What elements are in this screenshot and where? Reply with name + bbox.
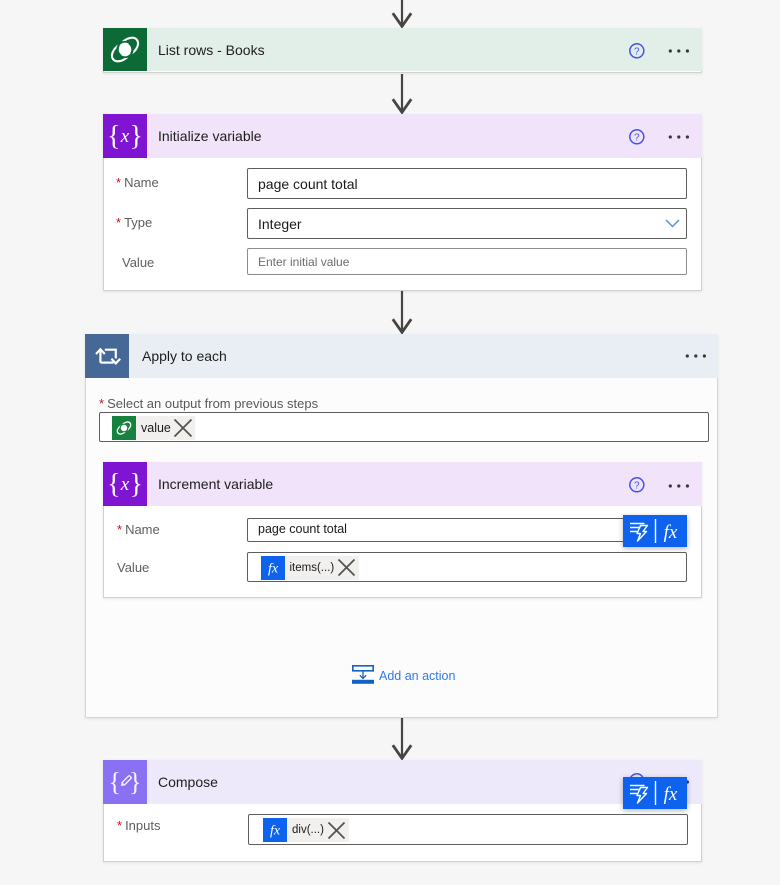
svg-text:{: { [107, 469, 120, 500]
svg-text:fx: fx [664, 522, 678, 543]
svg-text:fx: fx [270, 824, 281, 839]
svg-text:}: } [129, 767, 141, 796]
svg-text:}: } [129, 469, 142, 500]
svg-text:fx: fx [267, 561, 278, 576]
svg-text:?: ? [634, 46, 640, 57]
svg-text:}: } [129, 121, 142, 152]
svg-text:x: x [120, 474, 130, 495]
svg-text:x: x [120, 126, 130, 147]
svg-text:?: ? [634, 132, 640, 143]
svg-text:{: { [109, 767, 121, 796]
svg-text:fx: fx [664, 784, 678, 805]
svg-text:{: { [107, 121, 120, 152]
svg-text:?: ? [634, 480, 640, 491]
